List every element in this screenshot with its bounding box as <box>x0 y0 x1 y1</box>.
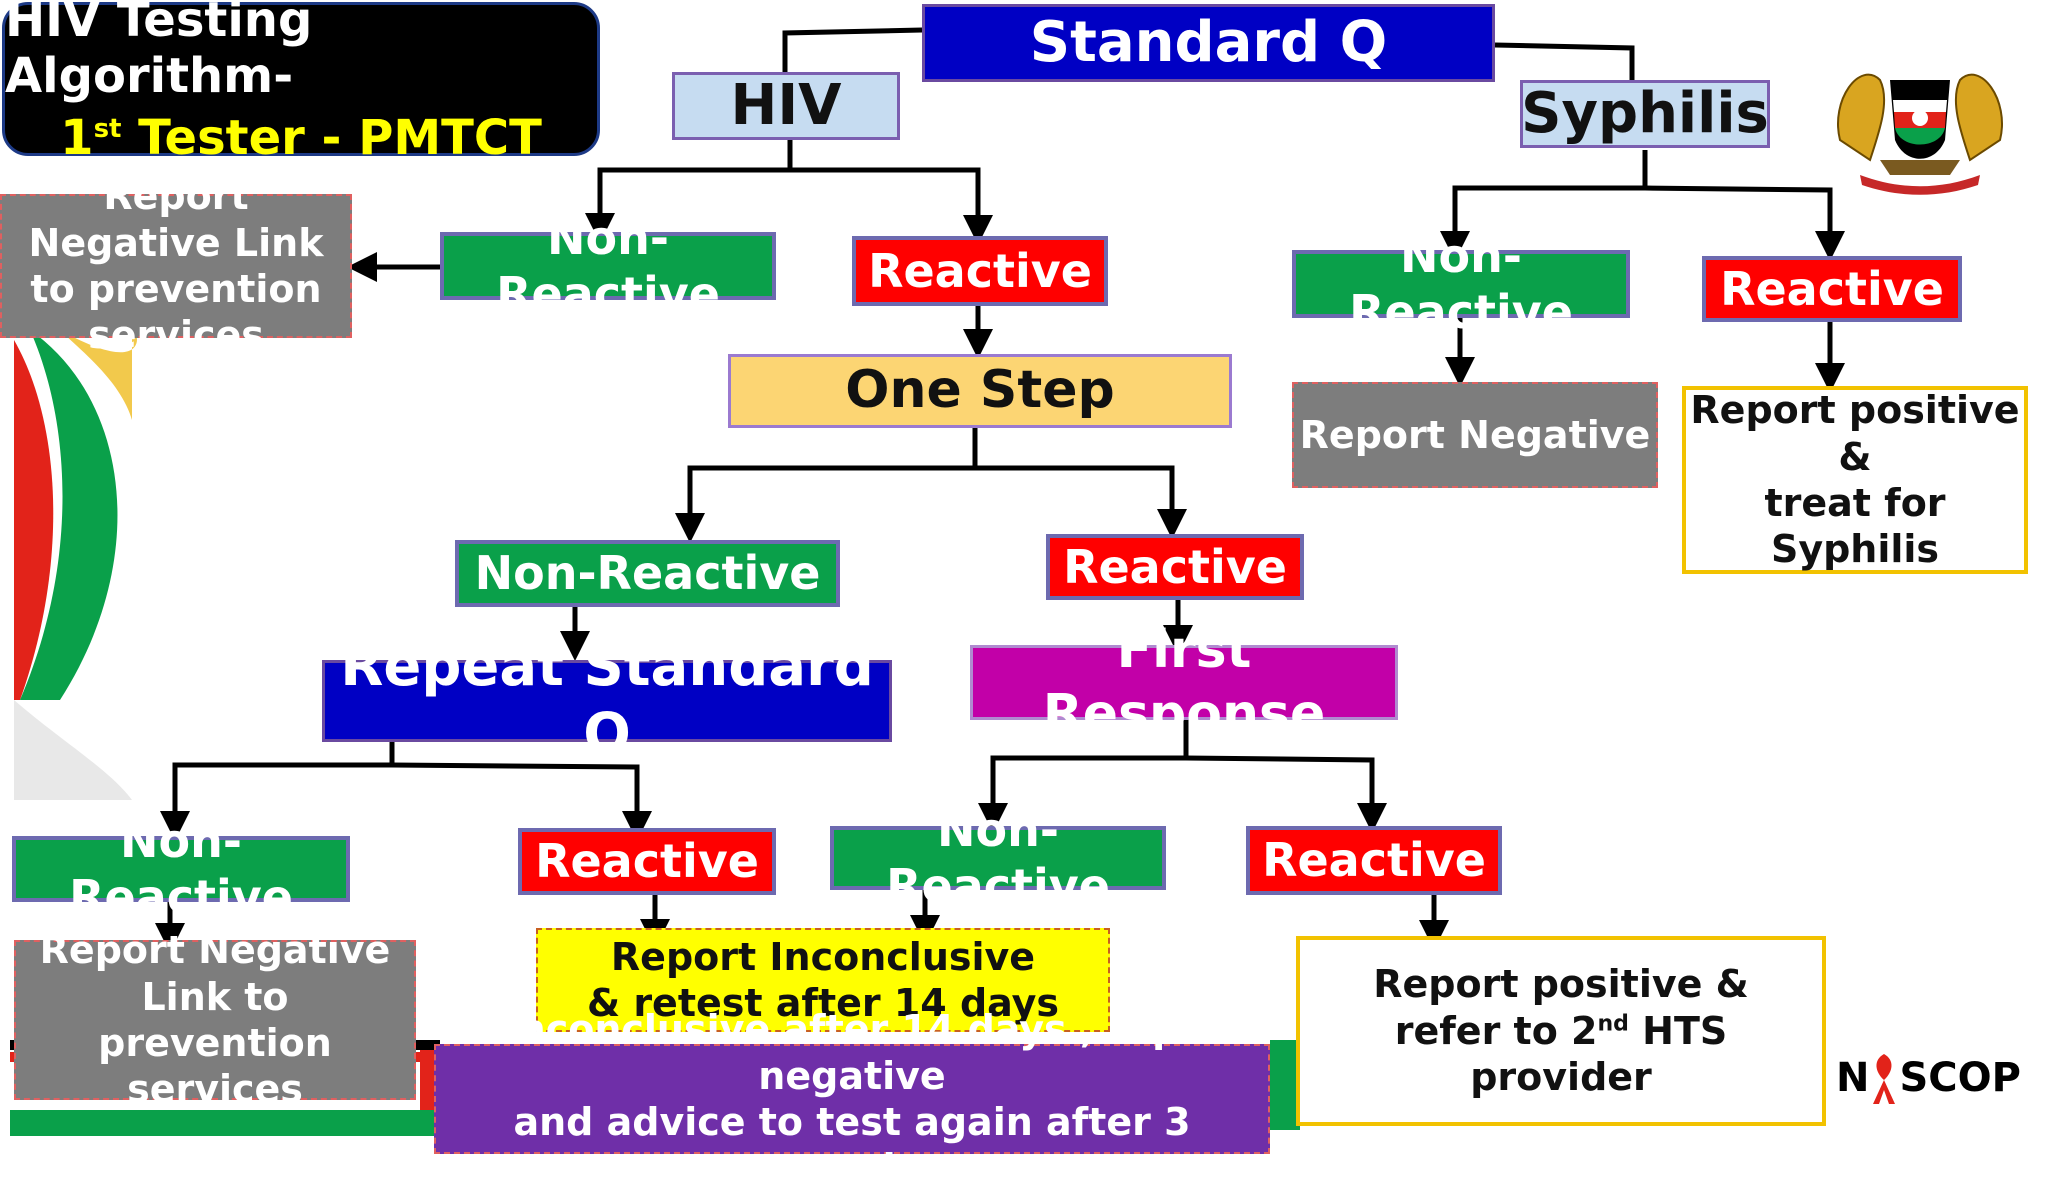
node-inconclusive-note: If inconclusive after 14 days , report n… <box>434 1007 1270 1190</box>
node-report-negative-link-2: Report Negative Link to prevention servi… <box>14 928 416 1111</box>
nascop-logo-n: N <box>1836 1055 1870 1101</box>
nascop-logo-text: SCOP <box>1899 1055 2021 1101</box>
node-repeat-nonreactive: Non-Reactive <box>12 814 350 924</box>
node-standard-q: Standard Q <box>922 4 1495 82</box>
node-syphilis-reactive: Reactive <box>1702 256 1962 322</box>
flag-swoosh-green <box>20 330 118 700</box>
title-panel: HIV Testing Algorithm- 1st Tester - PMTC… <box>2 0 600 166</box>
inconclusive-line1: Report Inconclusive <box>610 934 1036 979</box>
title-tester-number: 1 <box>60 110 94 166</box>
inconclusive-line2: & retest after 14 days <box>586 981 1060 1025</box>
inconclusive-note-line1: If inconclusive after 14 days , report n… <box>461 1007 1243 1098</box>
refer-line2: refer to 2nd HTS provider <box>1300 1008 1822 1101</box>
refer-line2-sup: nd <box>1597 1011 1629 1037</box>
node-report-inconclusive: Report Inconclusive & retest after 14 da… <box>536 928 1110 1032</box>
node-one-step: One Step <box>728 354 1232 428</box>
refer-line2-post: HTS provider <box>1470 1008 1728 1100</box>
node-syphilis-report-negative: Report Negative <box>1292 382 1658 488</box>
stripe-green <box>10 1110 440 1136</box>
stripe-green-right <box>1270 1040 1300 1130</box>
title-line2: 1st Tester - PMTCT <box>60 110 542 166</box>
flag-swoosh-grey <box>14 700 132 800</box>
node-hiv-nonreactive: Non-Reactive <box>440 211 776 321</box>
inconclusive-note-line2: and advice to test again after 3 months <box>513 1100 1191 1191</box>
title-line1: HIV Testing Algorithm- <box>5 0 313 104</box>
flag-swoosh-yellow <box>60 330 137 420</box>
nascop-logo: N SCOP <box>1836 1048 2042 1108</box>
refer-line1: Report positive & <box>1373 962 1749 1007</box>
node-syphilis-nonreactive: Non-Reactive <box>1292 229 1630 339</box>
node-hiv: HIV <box>672 72 900 140</box>
flag-swoosh-red <box>14 340 54 700</box>
node-report-positive-refer: Report positive & refer to 2nd HTS provi… <box>1296 936 1826 1126</box>
node-onestep-reactive: Reactive <box>1046 534 1304 600</box>
syphilis-positive-line2: & <box>1838 434 1872 479</box>
kenya-coat-of-arms-icon <box>1837 73 2003 195</box>
refer-line2-pre: refer to 2 <box>1394 1008 1598 1053</box>
title-tester-suffix: st <box>93 114 122 144</box>
node-syphilis-report-positive: Report positive & treat for Syphilis <box>1682 386 2028 574</box>
connector-lines <box>155 27 1845 953</box>
node-onestep-nonreactive: Non-Reactive <box>455 540 840 607</box>
syphilis-positive-line3: treat for Syphilis <box>1764 481 1946 572</box>
title-tester-label: Tester - PMTCT <box>121 110 542 166</box>
node-fr-reactive: Reactive <box>1246 826 1502 895</box>
red-ribbon-icon <box>1873 1054 1896 1104</box>
node-syphilis: Syphilis <box>1520 80 1770 148</box>
node-repeat-standard-q: Repeat Standard Q <box>322 634 892 767</box>
node-repeat-reactive: Reactive <box>518 828 776 895</box>
node-first-response: First Response <box>970 620 1398 744</box>
node-hiv-reactive: Reactive <box>852 236 1108 306</box>
node-report-negative-link-1: Report Negative Link to prevention servi… <box>0 174 352 357</box>
node-fr-nonreactive: Non-Reactive <box>830 803 1166 913</box>
syphilis-positive-line1: Report positive <box>1690 388 2020 433</box>
